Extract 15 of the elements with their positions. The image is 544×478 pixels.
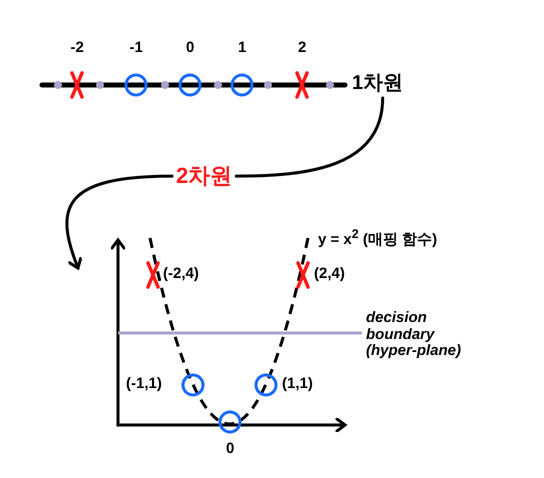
curved-arrow [66,174,174,270]
dimension-label: 1차원 [352,72,404,94]
point-label: (-1,1) [126,376,162,392]
point-label: (2,4) [314,266,345,282]
tick-label: -2 [70,40,84,56]
tick-label: 2 [298,40,306,56]
dimension-label: 2차원 [176,164,232,188]
point-label: (-2,4) [163,266,199,282]
function-label: y = x$^{2}$ (매핑 함수) [318,228,438,248]
tick-label: 0 [186,40,194,56]
tick-label: -1 [130,40,143,56]
tick-label: 1 [238,40,246,56]
point-label: (1,1) [282,376,313,392]
tick-label: 0 [226,441,234,458]
boundary-label: decision boundary (hyper-plane) [366,310,462,360]
